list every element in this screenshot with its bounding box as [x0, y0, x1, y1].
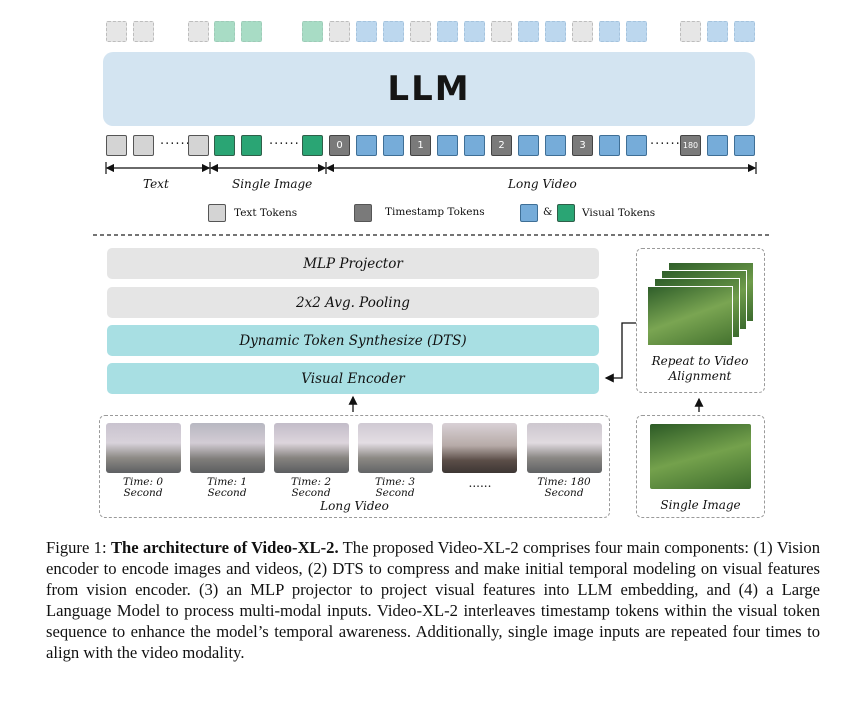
output-token	[734, 21, 755, 42]
video-token	[626, 135, 647, 156]
video-frame	[527, 423, 602, 473]
output-token	[302, 21, 323, 42]
legend-swatch-text	[208, 204, 226, 222]
timestamp-token: 2	[491, 135, 512, 156]
image-token	[214, 135, 235, 156]
output-token	[599, 21, 620, 42]
legend-text-tokens: Text Tokens	[234, 207, 298, 219]
repeat-label: Repeat to Video Alignment	[651, 354, 749, 383]
legend-swatch-visual-blue	[520, 204, 538, 222]
legend-timestamp-tokens: Timestamp Tokens	[385, 206, 485, 218]
segment-label-single-image: Single Image	[232, 177, 313, 191]
video-token	[383, 135, 404, 156]
video-token	[734, 135, 755, 156]
output-token	[383, 21, 404, 42]
output-token	[464, 21, 485, 42]
segment-label-long-video: Long Video	[508, 177, 577, 191]
visual-encoder-block: Visual Encoder	[107, 363, 599, 394]
image-token	[241, 135, 262, 156]
legend-visual-tokens: Visual Tokens	[582, 207, 656, 219]
video-token	[518, 135, 539, 156]
text-token	[133, 135, 154, 156]
output-token	[437, 21, 458, 42]
output-token	[572, 21, 593, 42]
video-token	[599, 135, 620, 156]
frame-ellipsis: ......	[468, 476, 492, 490]
caption-prefix: Figure 1:	[46, 538, 111, 557]
video-frame	[106, 423, 181, 473]
timestamp-token: 1	[410, 135, 431, 156]
video-token	[545, 135, 566, 156]
output-token	[356, 21, 377, 42]
output-token	[133, 21, 154, 42]
frame-label: Time: 0 Second	[122, 476, 164, 499]
legend-swatch-visual-green	[557, 204, 575, 222]
frame-label: Time: 3 Second	[374, 476, 416, 499]
repeat-box	[636, 248, 765, 393]
single-image-photo	[650, 424, 751, 489]
video-token	[437, 135, 458, 156]
video-token	[464, 135, 485, 156]
mlp-projector-block: MLP Projector	[107, 248, 599, 279]
video-frame	[274, 423, 349, 473]
video-frame	[358, 423, 433, 473]
output-token	[329, 21, 350, 42]
ellipsis: ······	[650, 137, 681, 152]
ellipsis: ······	[269, 137, 300, 152]
legend-and: &	[543, 206, 553, 218]
timestamp-token: 180	[680, 135, 701, 156]
output-token	[241, 21, 262, 42]
single-image-box	[636, 415, 765, 518]
video-frame	[442, 423, 517, 473]
output-token	[545, 21, 566, 42]
caption-title: The architecture of Video-XL-2.	[110, 538, 339, 557]
frame-label: Time: 1 Second	[206, 476, 248, 499]
figure-caption: Figure 1: The architecture of Video-XL-2…	[46, 537, 820, 663]
long-video-label: Long Video	[320, 499, 389, 513]
output-token	[214, 21, 235, 42]
output-token	[707, 21, 728, 42]
dts-block: Dynamic Token Synthesize (DTS)	[107, 325, 599, 356]
timestamp-token: 0	[329, 135, 350, 156]
output-token	[680, 21, 701, 42]
frame-label: Time: 2 Second	[290, 476, 332, 499]
long-video-box	[99, 415, 610, 518]
repeated-image	[647, 286, 733, 346]
image-token	[302, 135, 323, 156]
timestamp-token: 3	[572, 135, 593, 156]
ellipsis: ······	[160, 137, 191, 152]
text-token	[106, 135, 127, 156]
output-token	[106, 21, 127, 42]
legend-swatch-timestamp	[354, 204, 372, 222]
video-frame	[190, 423, 265, 473]
frame-label: Time: 180 Second	[537, 476, 591, 499]
caption-body: The proposed Video-XL-2 comprises four m…	[46, 538, 820, 662]
output-token	[188, 21, 209, 42]
video-token	[356, 135, 377, 156]
single-image-label: Single Image	[660, 498, 741, 512]
llm-block: LLM	[103, 52, 755, 126]
segment-label-text: Text	[143, 177, 169, 191]
pooling-block: 2x2 Avg. Pooling	[107, 287, 599, 318]
output-token	[626, 21, 647, 42]
output-token	[491, 21, 512, 42]
video-token	[707, 135, 728, 156]
output-token	[518, 21, 539, 42]
output-token	[410, 21, 431, 42]
text-token	[188, 135, 209, 156]
